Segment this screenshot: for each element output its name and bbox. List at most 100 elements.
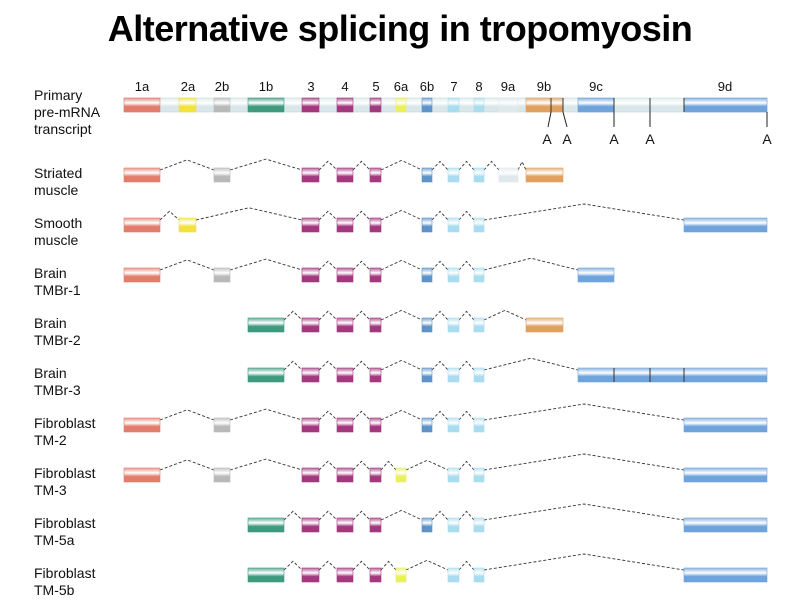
exon-1a (123, 267, 161, 283)
splice-junction (431, 260, 449, 271)
exon-8 (473, 97, 485, 113)
exon-3 (301, 167, 320, 183)
exon-8 (473, 467, 485, 483)
splice-junction (483, 553, 685, 571)
splice-junction (458, 260, 475, 271)
exon-1a (123, 217, 161, 233)
exon-6b (421, 267, 433, 283)
exon-4 (336, 467, 354, 483)
splice-junction (458, 210, 475, 221)
splice-junction (318, 210, 338, 221)
exon-label-1b: 1b (259, 79, 273, 94)
exon-4 (336, 217, 354, 233)
splice-junction (195, 207, 303, 221)
row-label: muscle (34, 182, 79, 198)
exon-label-9c: 9c (589, 79, 603, 94)
row-label: Brain (34, 365, 67, 381)
splice-junction (318, 510, 338, 521)
exon-4 (336, 417, 354, 433)
exon-2b (213, 417, 231, 433)
exon-1a (123, 467, 161, 483)
splice-junction (352, 160, 371, 171)
row-label: TM-3 (34, 482, 67, 498)
exon-8 (473, 167, 485, 183)
splice-junction (431, 210, 449, 221)
exon-1b (247, 317, 285, 333)
splice-junction (318, 410, 338, 421)
exon-3 (301, 217, 320, 233)
splice-junction (159, 159, 215, 171)
splice-junction (318, 160, 338, 171)
splice-junction (458, 510, 475, 521)
exon-2b (213, 267, 231, 283)
exon-6b (421, 317, 433, 333)
exon-7 (447, 367, 460, 383)
splice-junction (229, 258, 303, 271)
exon-3 (301, 567, 320, 583)
row-label: TM-5a (34, 532, 75, 548)
exon-5 (369, 217, 382, 233)
splice-junction (458, 310, 475, 321)
splice-junction (352, 460, 371, 471)
splice-junction (352, 310, 371, 321)
exon-3 (301, 97, 320, 113)
row-label: Smooth (34, 215, 82, 231)
splice-junction (318, 360, 338, 371)
exon-9a (498, 97, 519, 113)
exon-4 (336, 517, 354, 533)
exon-7 (447, 317, 460, 333)
exon-7 (447, 517, 460, 533)
exon-4 (336, 167, 354, 183)
exon-9b (525, 167, 564, 183)
splice-junction (159, 210, 180, 221)
exon-8 (473, 267, 485, 283)
polya-site-label: A (609, 131, 619, 147)
row-label: Primary (34, 87, 82, 103)
polya-tick (547, 111, 552, 128)
exon-3 (301, 267, 320, 283)
splice-junction (431, 360, 449, 371)
splice-junction (283, 510, 303, 521)
splice-junction (483, 357, 579, 371)
exon-6b (421, 417, 433, 433)
splice-junction (159, 259, 215, 271)
splice-junction (352, 410, 371, 421)
exon-6b (421, 97, 433, 113)
exon-9c (577, 97, 615, 113)
exon-5 (369, 567, 382, 583)
splice-junction (159, 459, 215, 471)
exon-8 (473, 417, 485, 433)
splice-junction (483, 503, 685, 521)
exon-9d (683, 517, 768, 533)
exon-8 (473, 217, 485, 233)
exon-8 (473, 317, 485, 333)
exon-9d (683, 217, 768, 233)
row-label: muscle (34, 232, 79, 248)
splice-junction (352, 560, 371, 571)
splice-junction (283, 310, 303, 321)
row-label: TMBr-2 (34, 332, 81, 348)
exon-9d (683, 567, 768, 583)
exon-1a (123, 417, 161, 433)
splice-junction (229, 408, 303, 421)
exon-4 (336, 317, 354, 333)
exon-label-9b: 9b (537, 79, 551, 94)
exon-2b (213, 97, 231, 113)
exon-label-4: 4 (341, 79, 348, 94)
splice-junction (352, 260, 371, 271)
splice-junction (431, 310, 449, 321)
splice-junction (431, 160, 449, 171)
exon-8 (473, 517, 485, 533)
exon-6a (395, 567, 407, 583)
row-label: transcript (34, 121, 92, 137)
splice-junction (483, 403, 685, 421)
exon-3 (301, 317, 320, 333)
exon-5 (369, 167, 382, 183)
splice-junction (352, 510, 371, 521)
exon-3 (301, 417, 320, 433)
exon-5 (369, 97, 382, 113)
exon-7 (447, 217, 460, 233)
row-label: Brain (34, 315, 67, 331)
splice-junction (380, 509, 423, 521)
splice-junction (283, 560, 303, 571)
